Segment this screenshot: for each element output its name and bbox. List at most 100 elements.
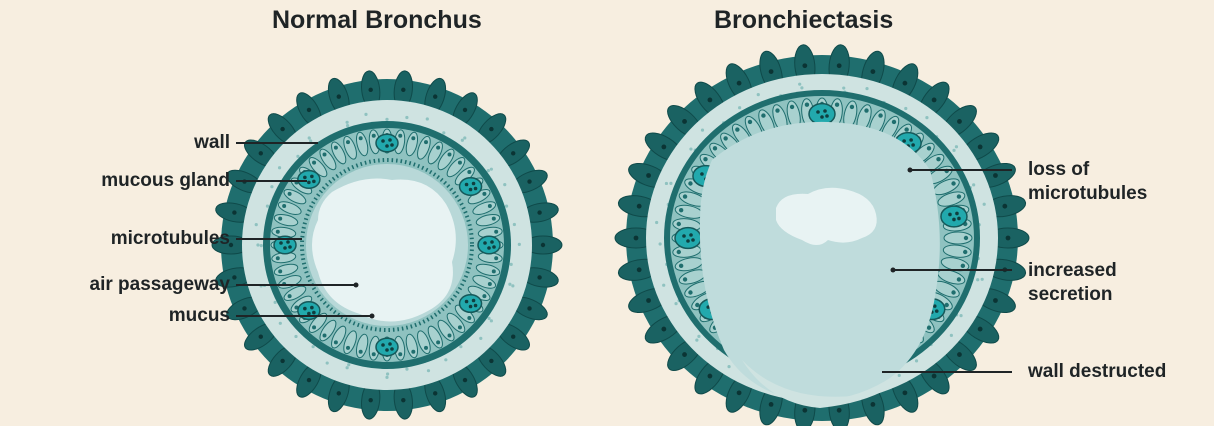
gland-granule — [469, 188, 473, 192]
gland-granule — [490, 240, 494, 244]
tissue-dot — [346, 121, 349, 124]
label-wall: wall — [60, 132, 230, 154]
cell-nucleus — [634, 236, 639, 241]
tissue-dot — [444, 358, 447, 361]
tissue-dot — [279, 322, 282, 325]
gland-granule — [465, 183, 469, 187]
gland-granule — [303, 307, 307, 311]
cell-nucleus — [903, 81, 908, 86]
cell-nucleus — [993, 298, 998, 303]
gland-granule — [909, 138, 913, 142]
cell-nucleus — [467, 316, 471, 320]
cell-nucleus — [961, 264, 965, 268]
tissue-dot — [701, 129, 704, 132]
gland-granule — [385, 144, 389, 148]
gland-granule — [492, 245, 496, 249]
gland-granule — [310, 306, 314, 310]
tissue-dot — [511, 284, 514, 287]
tissue-dot — [461, 139, 464, 142]
cell-nucleus — [737, 81, 742, 86]
tissue-dot — [294, 335, 297, 338]
label-mucus: mucus — [60, 305, 230, 327]
cell-nucleus — [359, 136, 363, 140]
cell-nucleus — [688, 290, 692, 294]
cell-nucleus — [368, 88, 372, 92]
cell-nucleus — [957, 119, 962, 124]
gland-granule — [283, 246, 287, 250]
cell-nucleus — [312, 325, 316, 329]
mucous-gland — [460, 178, 482, 196]
cell-nucleus — [424, 140, 428, 144]
cell-nucleus — [372, 134, 376, 138]
label-secretion: secretion — [1028, 284, 1112, 306]
tissue-dot — [346, 366, 349, 369]
cell-nucleus — [337, 94, 341, 98]
tissue-dot — [950, 334, 953, 337]
gland-granule — [686, 239, 690, 243]
gland-granule — [303, 176, 307, 180]
cell-nucleus — [932, 98, 937, 103]
gland-granule — [825, 114, 829, 118]
cell-nucleus — [527, 306, 531, 310]
cell-nucleus — [964, 236, 968, 240]
gland-granule — [948, 213, 952, 217]
cell-nucleus — [993, 173, 998, 178]
tissue-dot — [270, 185, 273, 188]
mucous-gland — [376, 134, 398, 152]
gland-granule — [487, 246, 491, 250]
gland-granule — [310, 175, 314, 179]
cell-nucleus — [346, 140, 350, 144]
tissue-dot — [266, 205, 269, 208]
cell-nucleus — [723, 136, 727, 140]
tissue-dot — [976, 278, 979, 281]
cell-nucleus — [278, 269, 282, 273]
tissue-dot — [665, 182, 668, 185]
label-increased: increased — [1028, 260, 1117, 282]
cell-nucleus — [436, 340, 440, 344]
cell-nucleus — [837, 408, 842, 413]
cell-nucleus — [282, 204, 286, 208]
tissue-dot — [326, 361, 329, 364]
cell-nucleus — [646, 298, 651, 303]
tissue-dot — [346, 124, 349, 127]
tissue-dot — [274, 301, 277, 304]
cell-nucleus — [957, 352, 962, 357]
cell-nucleus — [288, 294, 292, 298]
gland-granule — [388, 138, 392, 142]
cell-nucleus — [323, 334, 327, 338]
tissue-dot — [972, 183, 975, 186]
tissue-dot — [983, 203, 986, 206]
cell-nucleus — [748, 120, 752, 124]
tissue-dot — [385, 376, 388, 379]
cell-nucleus — [337, 391, 341, 395]
cell-nucleus — [467, 170, 471, 174]
cell-nucleus — [951, 181, 955, 185]
tissue-dot — [898, 374, 901, 377]
bronchiectasis-illustration — [615, 44, 1029, 426]
cell-nucleus — [936, 157, 940, 161]
cell-nucleus — [527, 179, 531, 183]
cell-nucleus — [850, 105, 854, 109]
gland-granule — [902, 139, 906, 143]
tissue-dot — [386, 372, 389, 375]
tissue-dot — [798, 83, 801, 86]
mucous-gland — [478, 236, 500, 254]
gland-granule — [312, 180, 316, 184]
cell-nucleus — [703, 157, 707, 161]
cell-nucleus — [537, 275, 541, 279]
cell-nucleus — [978, 145, 983, 150]
cell-nucleus — [447, 152, 451, 156]
cell-nucleus — [489, 127, 493, 131]
cell-nucleus — [802, 408, 807, 413]
gland-granule — [933, 304, 937, 308]
cell-nucleus — [682, 119, 687, 124]
cell-nucleus — [661, 145, 666, 150]
tissue-dot — [503, 183, 506, 186]
cell-nucleus — [775, 108, 779, 112]
cell-nucleus — [346, 346, 350, 350]
tissue-dot — [981, 278, 984, 281]
gland-granule — [691, 238, 695, 242]
tissue-dot — [955, 145, 958, 148]
cell-nucleus — [482, 294, 486, 298]
gland-granule — [279, 241, 283, 245]
